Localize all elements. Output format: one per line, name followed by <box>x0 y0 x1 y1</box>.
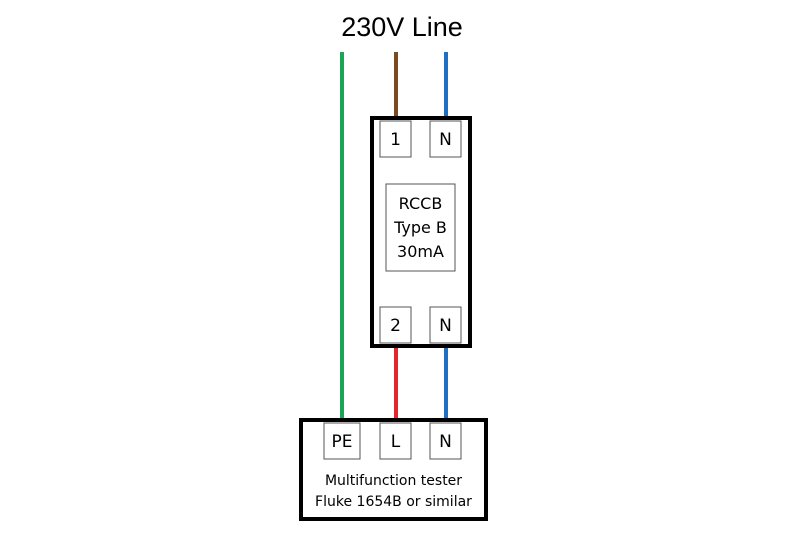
rccb-terminal-n-top: N <box>429 120 462 158</box>
tester-device: PE L N Multifunction tester Fluke 1654B … <box>299 418 488 521</box>
rccb-terminal-2-label: 2 <box>390 316 401 336</box>
rccb-rating-plate: RCCB Type B 30mA <box>385 183 456 272</box>
rccb-terminal-n-bottom-box <box>429 306 462 344</box>
diagram-title: 230V Line <box>341 12 463 42</box>
tester-label-line-1: Multifunction tester <box>325 473 462 489</box>
rccb-terminal-n-top-box <box>429 120 462 158</box>
tester-terminal-n-label: N <box>439 432 452 452</box>
rccb-terminal-n-bottom-label: N <box>439 316 452 336</box>
tester-terminal-l: L <box>379 422 412 460</box>
tester-terminal-l-box <box>379 422 412 460</box>
tester-terminal-pe: PE <box>323 422 361 460</box>
rccb-terminal-2-box <box>379 306 412 344</box>
tester-terminal-pe-box <box>323 422 361 460</box>
rccb-terminal-2: 2 <box>379 306 412 344</box>
tester-label-line-2: Fluke 1654B or similar <box>315 494 472 510</box>
rccb-terminal-1-label: 1 <box>390 130 401 150</box>
rccb-terminal-1: 1 <box>379 120 412 158</box>
rccb-device: 1 N RCCB Type B 30mA 2 N <box>370 116 472 348</box>
tester-terminal-l-label: L <box>391 432 401 452</box>
tester-terminal-pe-label: PE <box>332 432 353 452</box>
rccb-rating-box <box>385 183 456 272</box>
rccb-label-line-2: Type B <box>393 218 447 237</box>
rccb-terminal-n-bottom: N <box>429 306 462 344</box>
rccb-label-line-3: 30mA <box>397 242 444 261</box>
rccb-terminal-1-box <box>379 120 412 158</box>
rccb-terminal-n-top-label: N <box>439 130 452 150</box>
tester-terminal-n: N <box>429 422 462 460</box>
tester-terminal-n-box <box>429 422 462 460</box>
rccb-label-line-1: RCCB <box>399 194 443 213</box>
